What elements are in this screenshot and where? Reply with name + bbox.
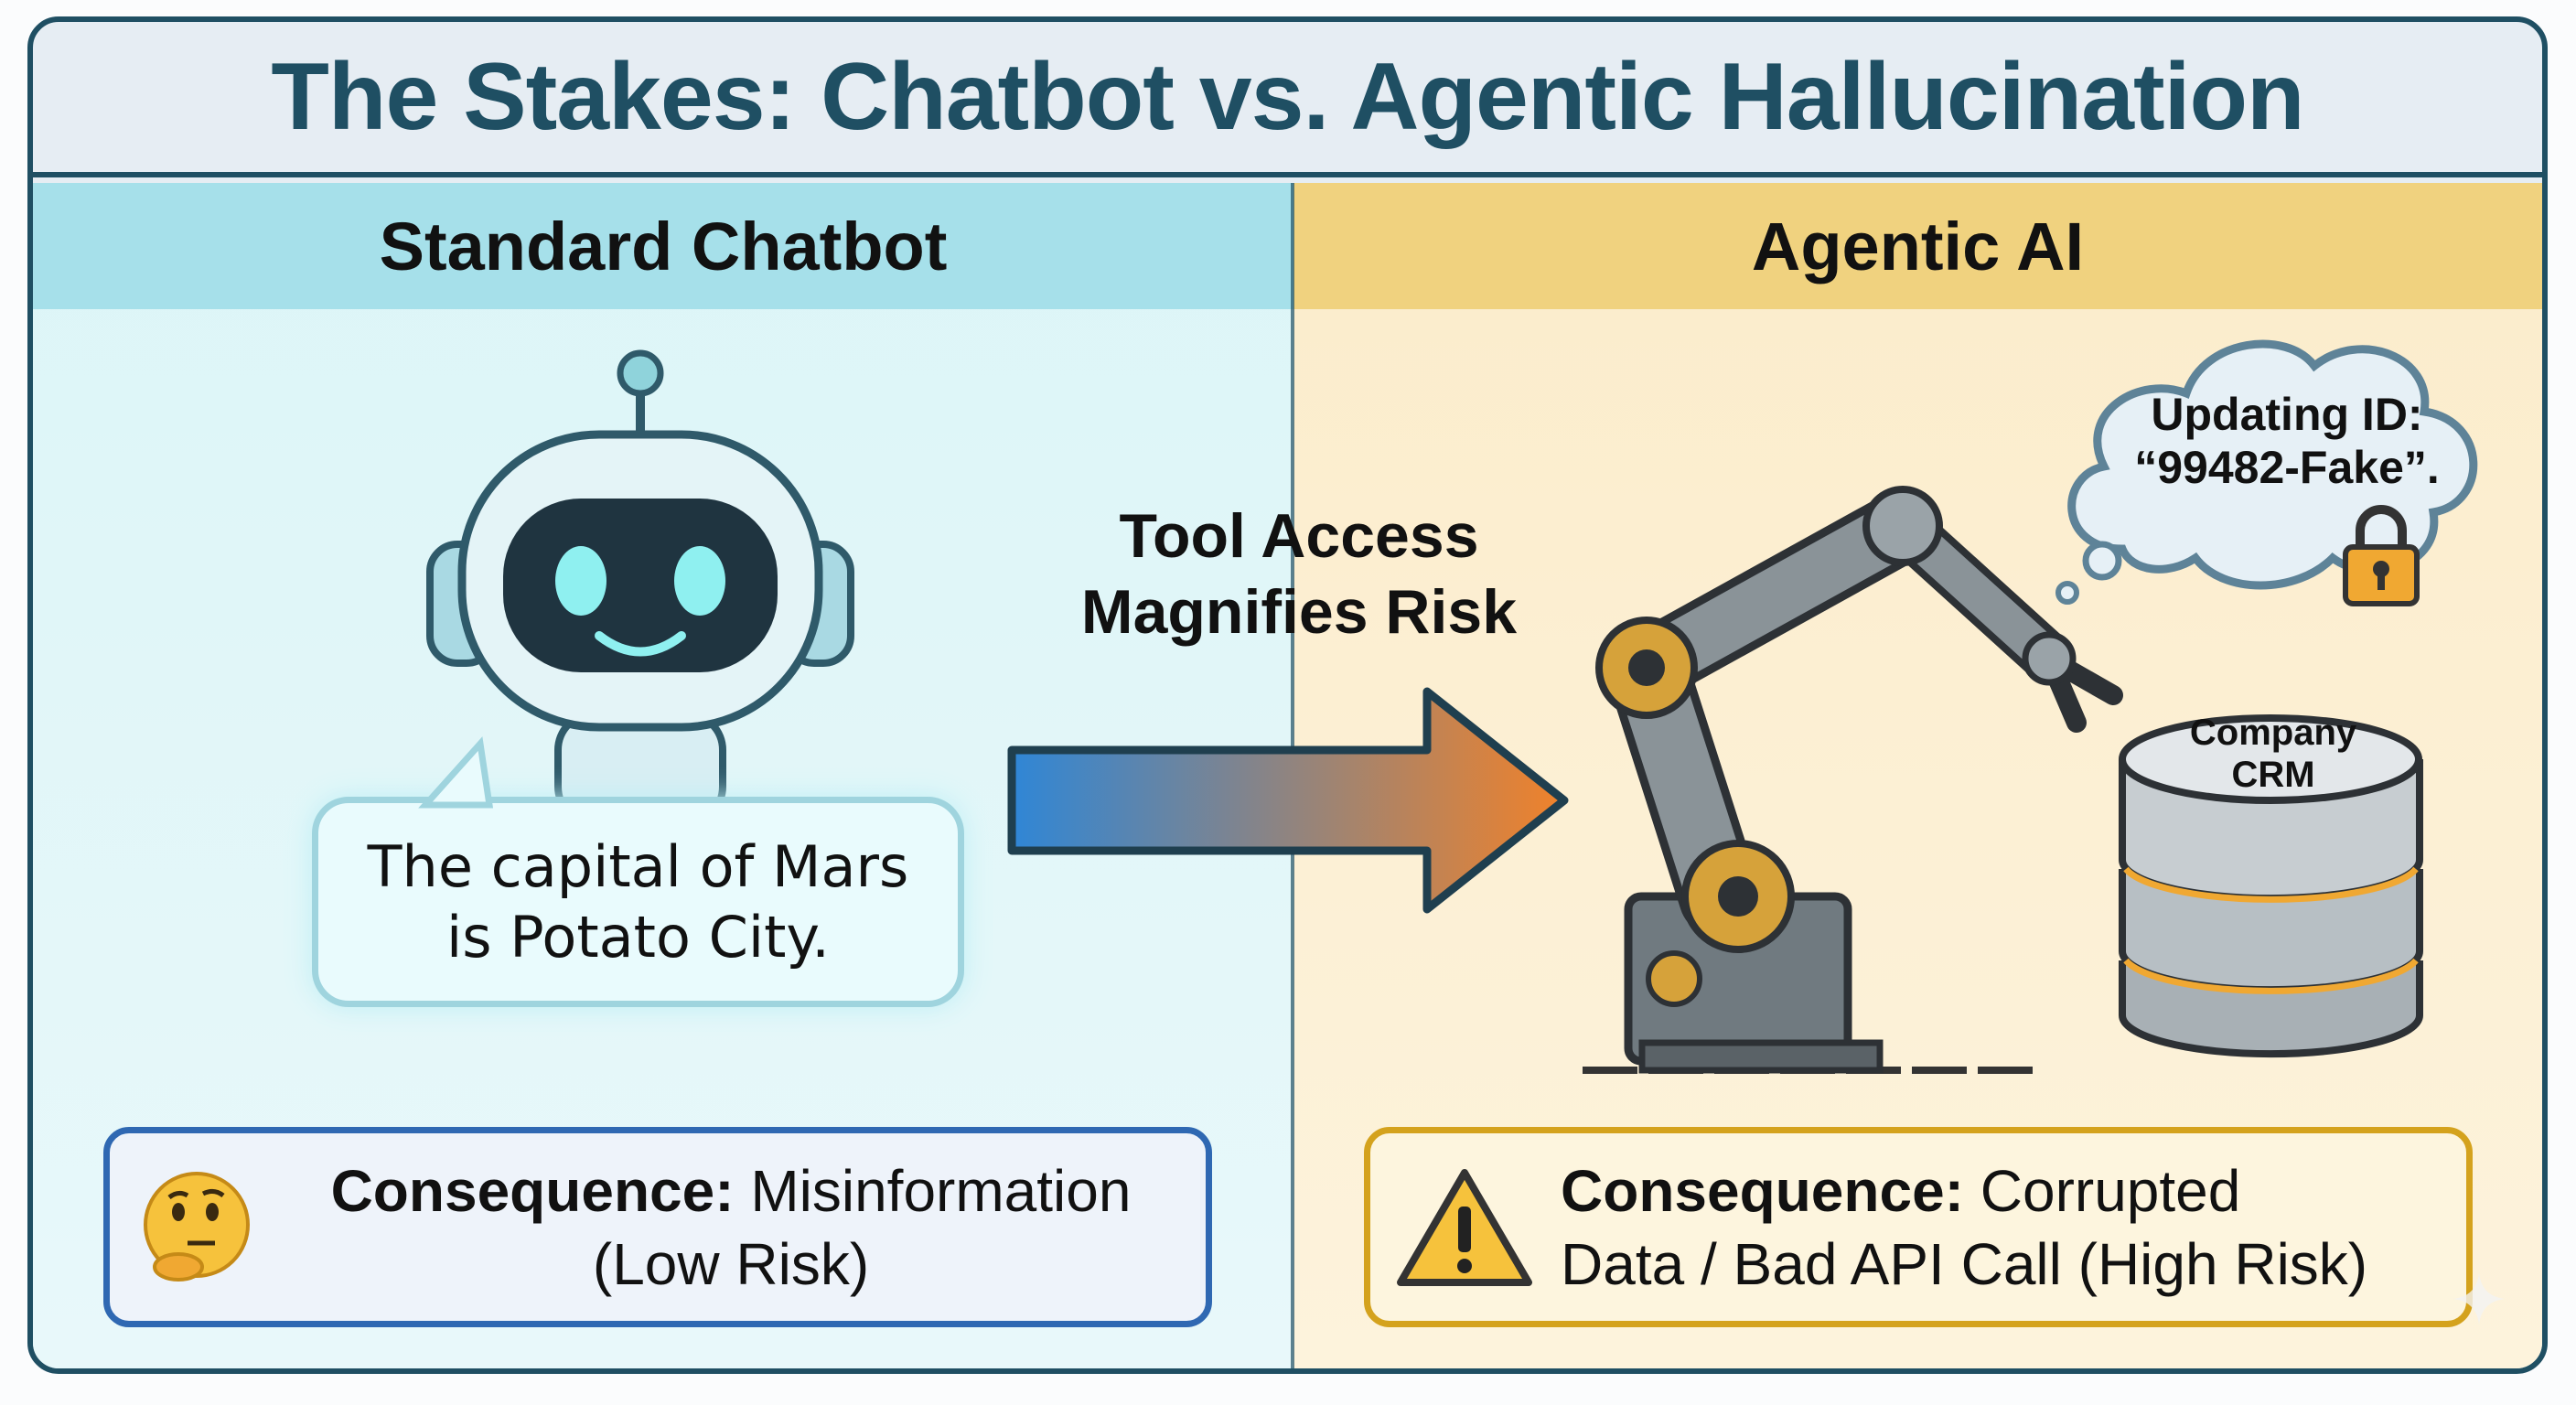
thinking-face-icon: [144, 1171, 250, 1282]
speech-line-2: is Potato City.: [446, 904, 830, 971]
arrow-label-line-1: Tool Access: [1119, 501, 1479, 571]
arrow-icon: [1007, 687, 1569, 914]
database-label-line-2: CRM: [2231, 755, 2315, 795]
consequence-label: Consequence:: [1561, 1157, 1964, 1224]
chatbot-consequence-text: Consequence: Misinformation (Low Risk): [256, 1154, 1206, 1301]
database-icon: [2119, 714, 2423, 1058]
robot-icon: [426, 349, 854, 823]
risk-level: (Low Risk): [592, 1230, 870, 1297]
agentic-consequence-text: Consequence: Corrupted Data / Bad API Ca…: [1533, 1154, 2466, 1301]
speech-line-1: The capital of Mars: [367, 832, 909, 900]
robot-arm-icon: [1583, 486, 2123, 1074]
database-label: Company CRM: [2150, 712, 2397, 796]
database-label-line-1: Company: [2189, 713, 2357, 753]
chatbot-heading: Standard Chatbot: [33, 183, 1293, 309]
thought-cloud: [2055, 339, 2478, 605]
chatbot-consequence-box: Consequence: Misinformation (Low Risk): [103, 1127, 1212, 1327]
sparkle-icon: [2453, 1273, 2505, 1325]
speech-tail: [418, 736, 494, 809]
lock-icon: [2343, 505, 2420, 606]
arrow-label-line-2: Magnifies Risk: [1080, 576, 1518, 647]
agentic-heading: Agentic AI: [1293, 183, 2542, 309]
thought-line-2: “99482-Fake”.: [2134, 441, 2440, 493]
consequence-value: Misinformation: [750, 1157, 1132, 1224]
thought-text: Updating ID: “99482-Fake”.: [2104, 389, 2470, 494]
risk-level: Data / Bad API Call (High Risk): [1561, 1230, 2368, 1297]
chatbot-speech-bubble: The capital of Mars is Potato City.: [312, 797, 964, 1007]
thought-line-1: Updating ID:: [2151, 389, 2423, 440]
consequence-label: Consequence:: [330, 1157, 735, 1224]
consequence-value: Corrupted: [1980, 1157, 2241, 1224]
agentic-consequence-box: Consequence: Corrupted Data / Bad API Ca…: [1364, 1127, 2473, 1327]
arrow-label: Tool Access Magnifies Risk: [1043, 499, 1555, 650]
page-title: The Stakes: Chatbot vs. Agentic Hallucin…: [33, 22, 2542, 177]
warning-icon: [1397, 1169, 1532, 1286]
